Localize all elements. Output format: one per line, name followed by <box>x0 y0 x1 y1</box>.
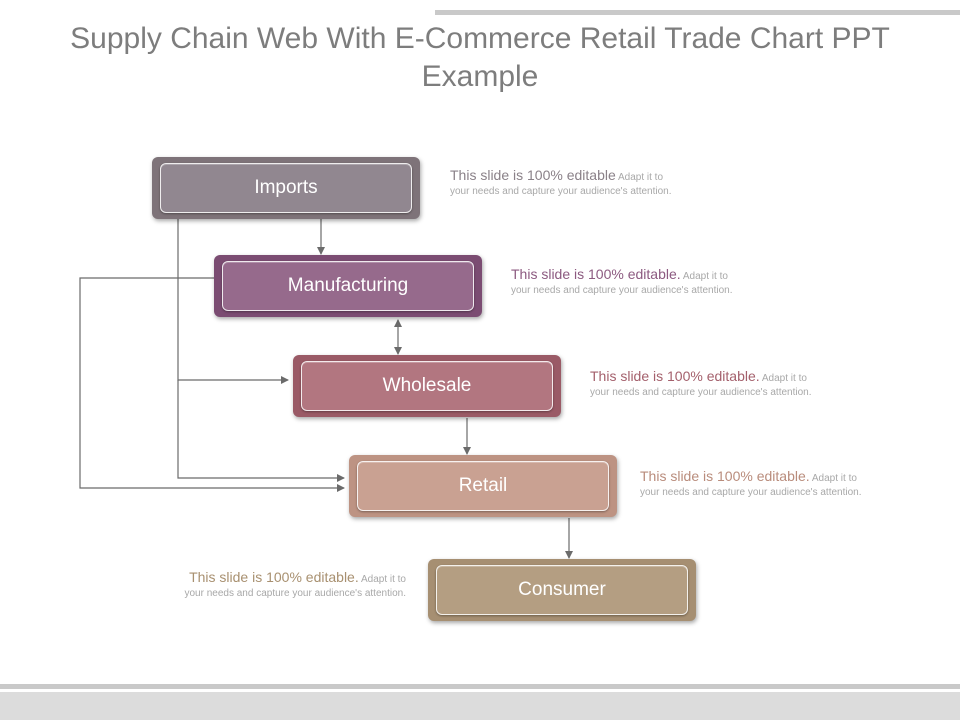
retail-description-rest: Adapt it to your needs and capture your … <box>640 473 862 498</box>
consumer-description-rest: Adapt it to your needs and capture your … <box>184 574 406 599</box>
retail-description: This slide is 100% editable. Adapt it to… <box>640 468 870 500</box>
imports-box: Imports <box>152 157 420 219</box>
slide-title: Supply Chain Web With E-Commerce Retail … <box>70 22 890 93</box>
manufacturing-description-lead: This slide is 100% editable. <box>511 266 681 282</box>
wholesale-description-lead: This slide is 100% editable. <box>590 368 760 384</box>
imports-description-rest: Adapt it to your needs and capture your … <box>450 172 672 197</box>
retail-description-lead: This slide is 100% editable. <box>640 468 810 484</box>
retail-label: Retail <box>357 461 609 511</box>
wholesale-box: Wholesale <box>293 355 561 417</box>
manufacturing-label: Manufacturing <box>222 261 474 311</box>
wholesale-label: Wholesale <box>301 361 553 411</box>
consumer-description: This slide is 100% editable. Adapt it to… <box>176 569 406 601</box>
manufacturing-description: This slide is 100% editable. Adapt it to… <box>511 266 741 298</box>
wholesale-description: This slide is 100% editable. Adapt it to… <box>590 368 820 400</box>
bottom-decorative-rule <box>0 684 960 689</box>
imports-description: This slide is 100% editable Adapt it to … <box>450 167 680 199</box>
consumer-description-lead: This slide is 100% editable. <box>189 569 359 585</box>
manufacturing-box: Manufacturing <box>214 255 482 317</box>
imports-description-lead: This slide is 100% editable <box>450 167 616 183</box>
consumer-label: Consumer <box>436 565 688 615</box>
connector-imports-to-retail <box>177 380 345 482</box>
manufacturing-description-rest: Adapt it to your needs and capture your … <box>511 271 733 296</box>
connector-manufacturing-to-retail <box>79 277 345 492</box>
imports-label: Imports <box>160 163 412 213</box>
bottom-decorative-band <box>0 692 960 720</box>
top-decorative-rule <box>435 10 960 15</box>
retail-box: Retail <box>349 455 617 517</box>
consumer-box: Consumer <box>428 559 696 621</box>
wholesale-description-rest: Adapt it to your needs and capture your … <box>590 373 812 398</box>
